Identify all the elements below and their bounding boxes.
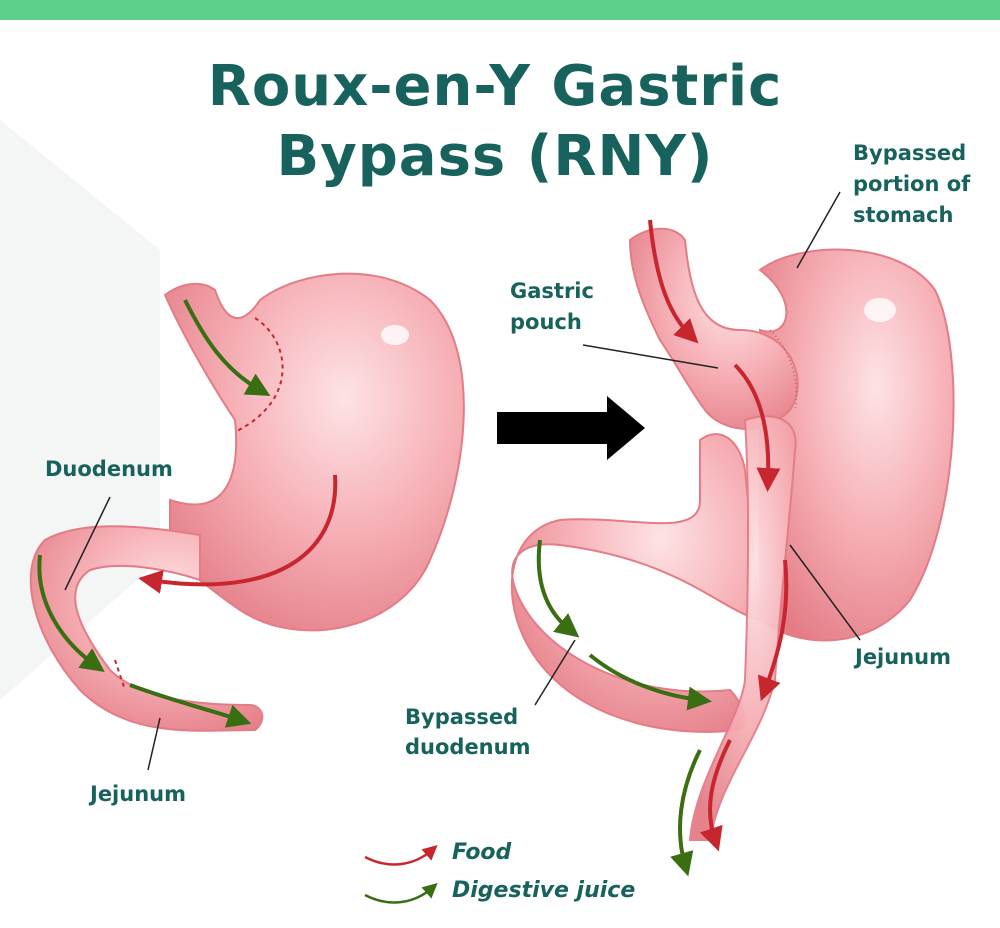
label-line: Gastric	[510, 279, 594, 303]
label-gastric-pouch: Gastric pouch	[510, 276, 594, 338]
juice-legend-arrow-icon	[364, 883, 438, 904]
legend-food: Food	[452, 840, 512, 865]
label-jejunum-left: Jejunum	[90, 782, 186, 806]
label-bypassed-stomach: Bypassed portion of stomach	[853, 138, 970, 231]
transition-arrow-icon	[497, 396, 645, 460]
rny-stomach	[510, 191, 955, 877]
normal-stomach	[29, 272, 465, 771]
background-shape	[0, 120, 160, 700]
title-line-2: Bypass (RNY)	[276, 124, 714, 189]
food-arrow	[138, 474, 338, 594]
label-line: duodenum	[405, 735, 531, 759]
page-title: Roux-en-Y Gastric Bypass (RNY)	[0, 52, 990, 192]
juice-arrow	[183, 299, 271, 396]
label-duodenum: Duodenum	[45, 457, 173, 481]
accent-bar	[0, 0, 1000, 20]
label-jejunum-right: Jejunum	[855, 645, 951, 669]
legend-digestive-juice: Digestive juice	[452, 878, 636, 903]
label-line: pouch	[510, 310, 582, 334]
label-bypassed-duodenum: Bypassed duodenum	[405, 702, 530, 762]
label-line: stomach	[853, 203, 954, 227]
title-line-1: Roux-en-Y Gastric	[207, 54, 783, 119]
label-line: Bypassed	[405, 705, 519, 729]
label-line: Bypassed	[853, 141, 967, 165]
food-legend-arrow-icon	[364, 845, 438, 866]
label-line: portion of	[853, 172, 971, 196]
